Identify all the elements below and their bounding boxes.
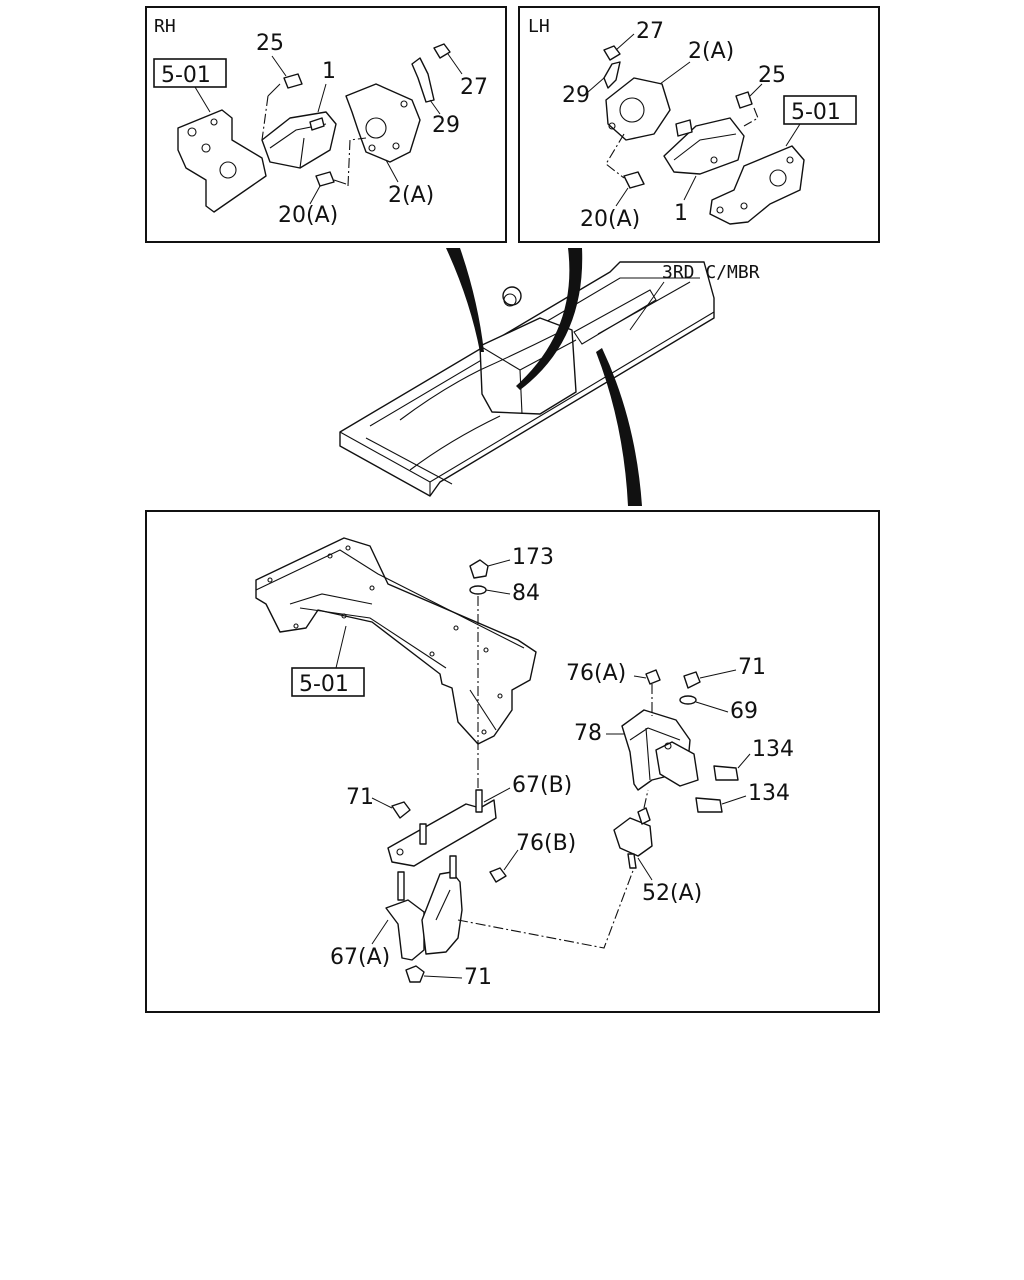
third-cross-member bbox=[573, 289, 657, 345]
rh-bolt-25 bbox=[283, 73, 303, 89]
lower-callout-78: 78 bbox=[574, 721, 602, 746]
washer-69 bbox=[679, 695, 697, 705]
svg-text:5-01: 5-01 bbox=[791, 100, 841, 125]
rh-engine-bracket bbox=[345, 83, 421, 163]
rh-callout-2a: 2(A) bbox=[388, 183, 434, 208]
rh-callout-25: 25 bbox=[256, 31, 284, 56]
bolt-76b bbox=[489, 867, 507, 883]
lh-clip-29 bbox=[603, 61, 621, 89]
lh-callout-1: 1 bbox=[674, 201, 688, 226]
svg-text:5-01: 5-01 bbox=[161, 63, 211, 88]
pointer-wedge-rh bbox=[446, 248, 484, 352]
nut-71-right bbox=[683, 671, 701, 689]
lh-bolt-25 bbox=[735, 91, 753, 109]
member-label: 3RD C/MBR bbox=[662, 262, 760, 283]
rh-insulator bbox=[261, 111, 337, 169]
rh-callout-27: 27 bbox=[460, 75, 488, 100]
rh-callout-29: 29 bbox=[432, 113, 460, 138]
rh-ref-box: 5-01 bbox=[153, 58, 227, 88]
bracket-67a bbox=[385, 899, 425, 961]
lh-ref-box: 5-01 bbox=[783, 95, 857, 125]
lh-engine-bracket bbox=[605, 77, 671, 141]
lower-ref-box: 5-01 bbox=[291, 667, 365, 697]
lh-panel-frame bbox=[518, 6, 880, 243]
rh-callout-20a: 20(A) bbox=[278, 203, 338, 228]
bracket-52a bbox=[613, 817, 653, 857]
lh-callout-27: 27 bbox=[636, 19, 664, 44]
lower-callout-52a: 52(A) bbox=[642, 881, 702, 906]
cross-member bbox=[255, 537, 537, 745]
lh-callout-2a: 2(A) bbox=[688, 39, 734, 64]
lh-callout-20a: 20(A) bbox=[580, 207, 640, 232]
lower-callout-71-right: 71 bbox=[738, 655, 766, 680]
lower-panel-frame bbox=[145, 510, 880, 1013]
lh-insulator bbox=[663, 117, 745, 175]
washer-84 bbox=[469, 585, 487, 595]
svg-text:5-01: 5-01 bbox=[299, 672, 349, 697]
lower-callout-84: 84 bbox=[512, 581, 540, 606]
rh-callout-1: 1 bbox=[322, 59, 336, 84]
lh-callout-25: 25 bbox=[758, 63, 786, 88]
lower-callout-71-lower: 71 bbox=[464, 965, 492, 990]
lower-callout-71-upper: 71 bbox=[346, 785, 374, 810]
rh-panel-frame bbox=[145, 6, 507, 243]
lower-callout-76b: 76(B) bbox=[516, 831, 576, 856]
lower-callout-69: 69 bbox=[730, 699, 758, 724]
nut-71-lower bbox=[405, 965, 425, 983]
rh-bolt-20a bbox=[315, 171, 335, 187]
rh-clip-29 bbox=[411, 57, 435, 103]
lower-callout-134-upper: 134 bbox=[752, 737, 794, 762]
rh-frame-bracket bbox=[177, 109, 267, 213]
pointer-wedge-lower bbox=[596, 348, 642, 506]
nut-173 bbox=[469, 559, 489, 579]
lower-callout-67b: 67(B) bbox=[512, 773, 572, 798]
bolt-134-upper bbox=[713, 765, 739, 781]
pointer-wedge-lh bbox=[516, 248, 583, 390]
bracket-67b bbox=[387, 799, 497, 867]
bracket-67a-arm bbox=[421, 871, 463, 955]
bolt-134-lower bbox=[695, 797, 723, 813]
lh-bolt-20a bbox=[623, 171, 645, 189]
rh-panel: RH 5-01 25 bbox=[145, 6, 507, 243]
lh-callout-29: 29 bbox=[562, 83, 590, 108]
lower-callout-173: 173 bbox=[512, 545, 554, 570]
nut-71-upper bbox=[391, 801, 411, 819]
rh-nut-27 bbox=[433, 43, 451, 59]
lh-side-label: LH bbox=[528, 16, 550, 37]
lower-callout-67a: 67(A) bbox=[330, 945, 390, 970]
chassis-frame-view: 3RD C/MBR bbox=[339, 248, 760, 506]
lower-callout-134-lower: 134 bbox=[748, 781, 790, 806]
bolt-76a bbox=[645, 669, 661, 685]
lh-panel: LH 5-01 27 2(A) bbox=[518, 6, 880, 243]
lh-frame-bracket bbox=[709, 145, 805, 225]
lower-panel: 5-01 bbox=[145, 510, 880, 1013]
rh-side-label: RH bbox=[154, 16, 176, 37]
lower-callout-76a: 76(A) bbox=[566, 661, 626, 686]
